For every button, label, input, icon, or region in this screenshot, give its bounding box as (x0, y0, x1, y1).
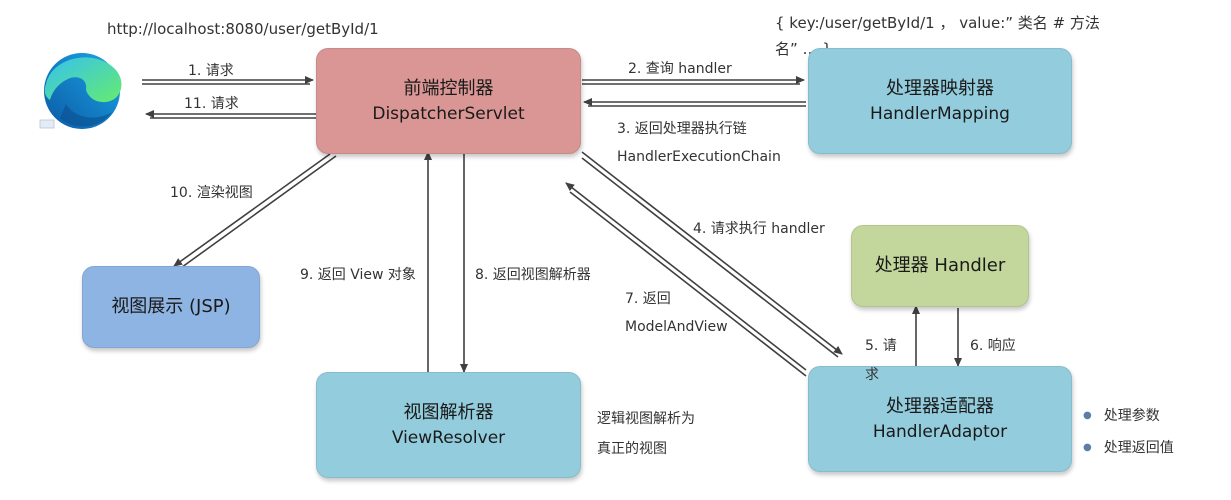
step-5-label-line1: 5. 请 (865, 338, 897, 354)
arrow-step-1 (142, 76, 314, 85)
view-resolver-title: 视图解析器 (403, 402, 494, 423)
view-resolver-box: 视图解析器 ViewResolver (316, 372, 581, 478)
dispatcher-servlet-box: 前端控制器 DispatcherServlet (316, 48, 581, 154)
handler-adaptor-title: 处理器适配器 (886, 396, 994, 417)
arrow-step-2 (582, 76, 805, 85)
adaptor-note-params-text: 处理参数 (1103, 408, 1160, 424)
adaptor-note-return: ● 处理返回值 (1083, 437, 1174, 457)
resolver-note-line1: 逻辑视图解析为 (597, 411, 695, 427)
step-9-label: 9. 返回 View 对象 (300, 267, 416, 283)
dispatcher-subtitle: DispatcherServlet (372, 104, 525, 124)
step-1-label: 1. 请求 (188, 63, 234, 79)
edge-browser-icon (39, 53, 122, 129)
view-box: 视图展示 (JSP) (82, 266, 260, 348)
handler-mapping-title: 处理器映射器 (886, 78, 994, 99)
step-8-label: 8. 返回视图解析器 (475, 267, 591, 283)
step-3-label-line2: HandlerExecutionChain (617, 149, 781, 165)
mapping-note-line1: { key:/user/getById/1 ， value:” 类名 # 方法 (775, 14, 1100, 32)
arrow-step-4 (581, 151, 843, 358)
adaptor-note-return-text: 处理返回值 (1103, 440, 1174, 456)
step-4-label: 4. 请求执行 handler (693, 221, 825, 237)
step-10-label: 10. 渲染视图 (170, 185, 253, 201)
bullet-icon: ● (1083, 410, 1092, 421)
request-url: http://localhost:8080/user/getById/1 (107, 20, 379, 38)
step-7-label-line1: 7. 返回 (625, 291, 671, 307)
handler-box: 处理器 Handler (851, 225, 1029, 307)
arrow-step-11 (145, 110, 316, 119)
handler-title: 处理器 Handler (874, 255, 1006, 276)
view-title: 视图展示 (JSP) (111, 296, 231, 317)
step-11-label: 11. 请求 (184, 96, 239, 112)
arrow-step-7 (565, 182, 807, 377)
view-resolver-subtitle: ViewResolver (391, 428, 506, 448)
step-2-label: 2. 查询 handler (628, 61, 732, 77)
adaptor-note-params: ● 处理参数 (1083, 405, 1160, 425)
handler-adaptor-box: 处理器适配器 HandlerAdaptor (808, 366, 1072, 472)
handler-mapping-box: 处理器映射器 HandlerMapping (808, 48, 1072, 154)
step-6-label: 6. 响应 (970, 338, 1016, 354)
handler-adaptor-subtitle: HandlerAdaptor (872, 422, 1008, 442)
dispatcher-title: 前端控制器 (403, 78, 494, 99)
step-7-label-line2: ModelAndView (625, 319, 728, 335)
step-3-label-line1: 3. 返回处理器执行链 (617, 121, 747, 137)
arrow-step-10 (173, 153, 337, 271)
resolver-note-line2: 真正的视图 (597, 441, 667, 457)
step-5-label-line2: 求 (865, 367, 879, 383)
arrow-step-3 (583, 98, 806, 107)
bullet-icon: ● (1083, 442, 1092, 453)
handler-mapping-subtitle: HandlerMapping (870, 104, 1010, 124)
